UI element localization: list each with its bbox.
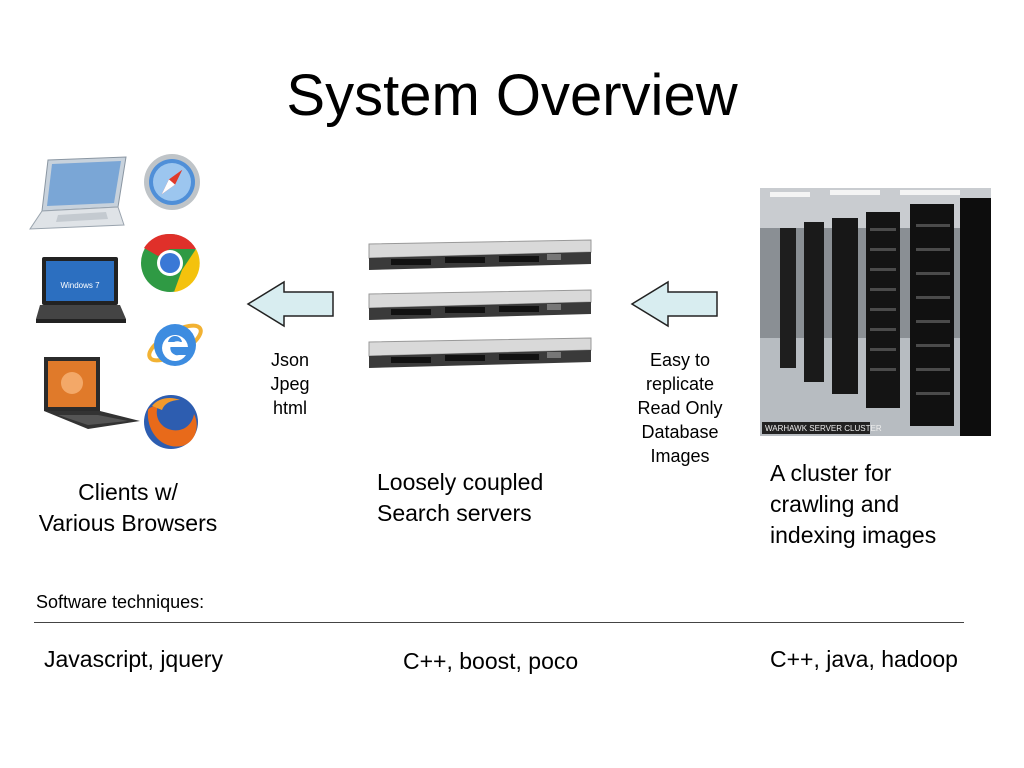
cluster-photo-caption: WARHAWK SERVER CLUSTER	[765, 424, 882, 433]
caption-line: Json	[270, 350, 310, 370]
label-line: crawling and	[770, 491, 900, 517]
caption-line: Database	[641, 422, 719, 442]
rack-server-icon	[368, 337, 592, 368]
chrome-icon	[141, 233, 200, 292]
rack-server-icon	[368, 239, 592, 270]
caption-line: Read Only	[637, 398, 723, 418]
label-line: Loosely coupled	[377, 469, 544, 495]
replicate-caption: Easy to replicate Read Only Database Ima…	[620, 348, 740, 468]
caption-line: Images	[650, 446, 710, 466]
label-line: indexing images	[770, 522, 937, 548]
arrow-to-servers	[630, 280, 718, 328]
rack-server-icon	[368, 289, 592, 320]
caption-line: replicate	[645, 374, 715, 394]
caption-line: Jpeg	[270, 374, 310, 394]
clients-label: Clients w/ Various Browsers	[24, 477, 232, 539]
caption-line: html	[272, 398, 307, 418]
slide-title: System Overview	[286, 63, 738, 128]
laptop-icon	[29, 156, 127, 230]
firefox-icon	[144, 395, 198, 449]
caption-line: Easy to	[649, 350, 711, 370]
label-line: Clients w/	[78, 479, 178, 505]
json-jpeg-html-caption: Json Jpeg html	[250, 348, 330, 420]
safari-icon	[144, 154, 200, 210]
laptop-icon	[44, 357, 140, 429]
label-line: Search servers	[377, 500, 532, 526]
label-line: Various Browsers	[38, 510, 218, 536]
software-heading: Software techniques:	[36, 592, 205, 612]
laptop-icon: Windows 7	[36, 257, 126, 323]
label-line: A cluster for	[770, 460, 892, 486]
divider	[34, 622, 964, 623]
ie-icon	[147, 323, 203, 366]
search-servers-label: Loosely coupled Search servers	[377, 467, 597, 529]
cluster-tech: C++, java, hadoop	[770, 646, 958, 672]
servers-tech: C++, boost, poco	[403, 648, 579, 674]
clients-tech: Javascript, jquery	[44, 646, 223, 672]
cluster-label: A cluster for crawling and indexing imag…	[770, 458, 1010, 551]
arrow-to-clients	[246, 280, 334, 328]
server-cluster-photo: WARHAWK SERVER CLUSTER	[760, 188, 991, 436]
laptop-screen-text: Windows 7	[60, 281, 100, 290]
